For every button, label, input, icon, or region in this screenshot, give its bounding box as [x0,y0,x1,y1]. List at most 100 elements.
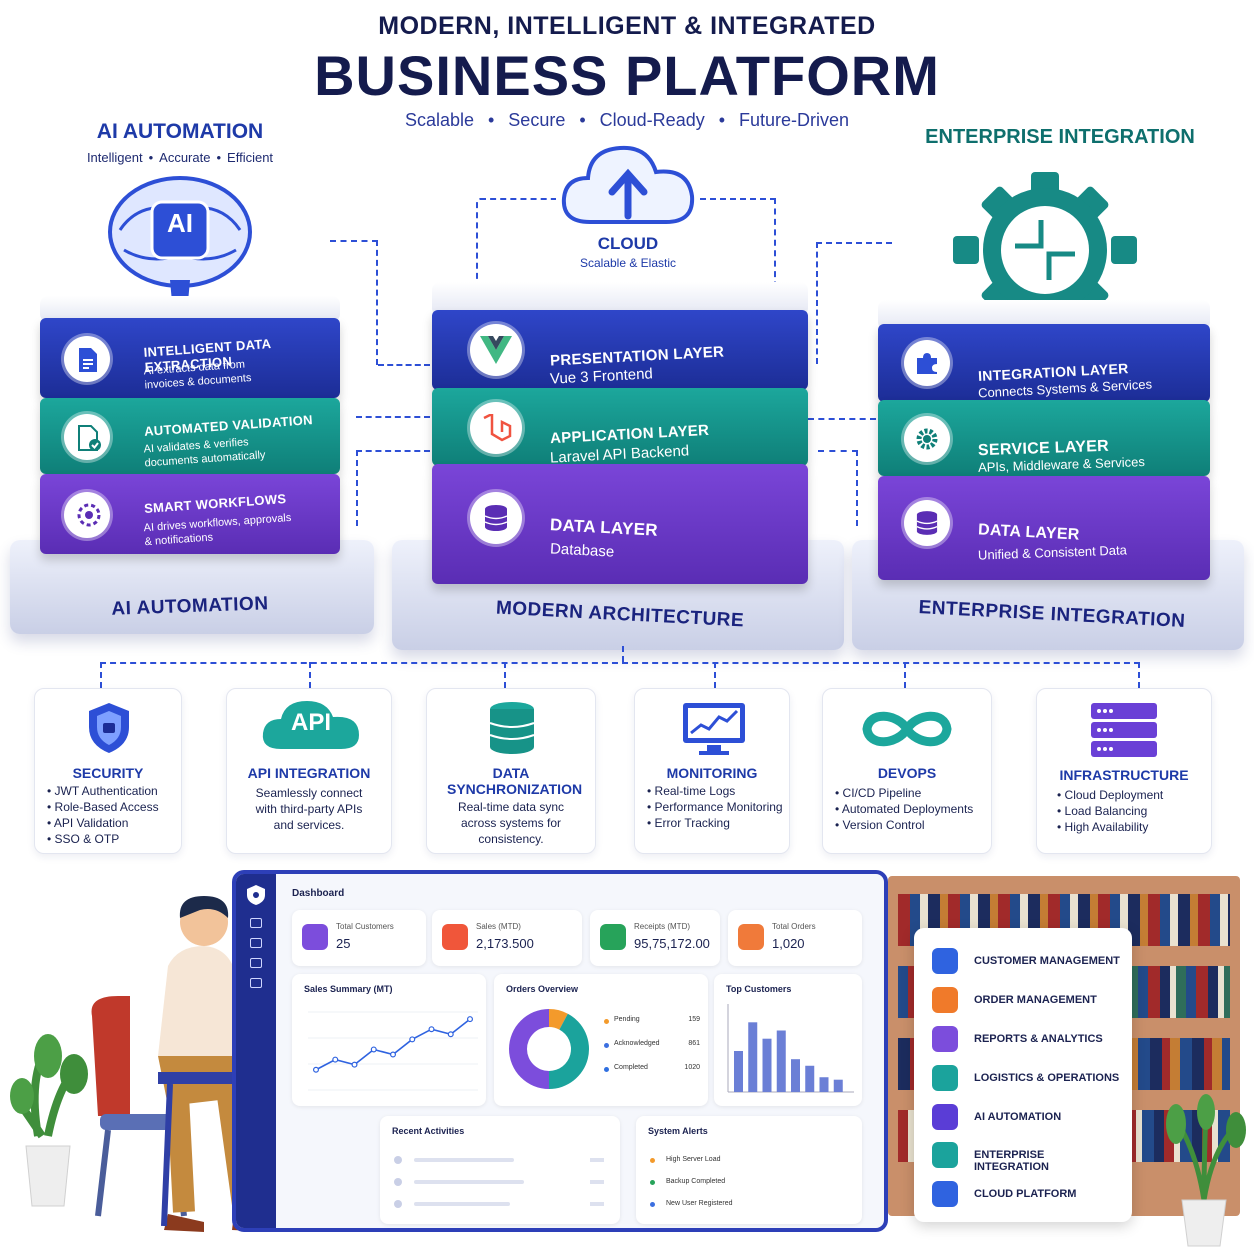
sales-point [467,1016,474,1023]
cloud-sub: Scalable & Elastic [579,256,677,270]
nav-icon-3[interactable] [250,958,262,968]
api-cloud-icon [262,701,359,749]
database-icon [916,511,938,535]
customer-bar [734,1051,743,1092]
ai-block-extraction[interactable]: INTELLIGENT DATA EXTRACTION AI extracts … [40,318,340,398]
kpi-sales[interactable]: Sales (MTD) 2,173.500 [432,910,582,966]
ent-block-service[interactable]: SERVICE LAYER APIs, Middleware & Service… [878,400,1210,476]
ai-block-validation[interactable]: AUTOMATED VALIDATION AI validates & veri… [40,398,340,474]
ai-block-workflows[interactable]: SMART WORKFLOWS AI drives workflows, app… [40,474,340,554]
header-tags: Scalable•Secure•Cloud-Ready•Future-Drive… [404,110,850,130]
document-icon [79,348,97,372]
page-title: BUSINESS PLATFORM [314,44,940,107]
nav-icon-4[interactable] [250,978,262,988]
shield-logo-icon[interactable] [246,884,266,906]
laravel-logo-icon [483,414,512,442]
sales-line-chart [308,1011,478,1091]
cloud-title: CLOUD [597,234,659,253]
tag-1: Scalable [404,110,474,130]
database-icon [484,505,508,531]
recent-activities-panel: Recent Activities [380,1116,620,1224]
checklist-icon [78,425,101,451]
menu-item-ai-automation[interactable]: AI AUTOMATION [932,1104,1122,1130]
cart-icon [932,987,958,1013]
customer-bar [748,1022,758,1092]
customer-bar [791,1059,800,1092]
alert-row[interactable]: High Server Load [650,1156,850,1166]
puzzle-gear-icon [953,172,1137,328]
ai-chip-icon [932,1104,958,1130]
sales-point [447,1031,454,1038]
cloud-icon [932,1181,958,1207]
vue-logo-icon [480,336,512,364]
header: MODERN, INTELLIGENT & INTEGRATED BUSINES… [0,12,1254,108]
dashboard-title: Dashboard [292,888,345,899]
module-menu: CUSTOMER MANAGEMENT ORDER MANAGEMENT REP… [914,928,1132,1222]
monitor-chart-icon [683,703,745,755]
alert-row[interactable]: New User Registered [650,1200,850,1210]
orders-donut-chart [509,1009,589,1089]
menu-item-reports-analytics[interactable]: REPORTS & ANALYTICS [932,1026,1122,1052]
feature-card-security[interactable]: SECURITY JWT Authentication Role-Based A… [34,688,182,854]
kpi-total-orders[interactable]: Total Orders 1,020 [728,910,862,966]
orders-icon [738,924,764,950]
ent-heading: ENTERPRISE INTEGRATION [925,126,1195,148]
tag-2: Secure [508,110,566,130]
menu-item-customer-management[interactable]: CUSTOMER MANAGEMENT [932,948,1122,974]
activity-row[interactable] [394,1200,604,1208]
donut-slice-pending [549,1009,568,1030]
arch-block-application[interactable]: APPLICATION LAYER Laravel API Backend [432,388,808,467]
puzzle-icon [917,353,937,374]
feature-card-api[interactable]: API API INTEGRATION Seamlessly connect w… [226,688,392,854]
tag-3: Cloud-Ready [599,110,705,130]
customer-bar [762,1038,772,1092]
menu-item-order-management[interactable]: ORDER MANAGEMENT [932,987,1122,1013]
sales-point [389,1051,396,1058]
receipt-icon [600,924,626,950]
plant-illustration [1166,1094,1246,1247]
alert-row[interactable]: Backup Completed [650,1178,850,1188]
menu-item-enterprise-integration[interactable]: ENTERPRISE INTEGRATION [932,1142,1122,1173]
activity-row[interactable] [394,1156,604,1164]
tag-4: Future-Driven [739,110,850,130]
sales-series-line [315,1018,471,1071]
sales-point [370,1046,377,1053]
shield-icon [89,703,129,753]
sales-point [312,1066,320,1073]
workflow-gear-icon [77,503,101,527]
ai-base [10,540,374,634]
customer-bar [805,1065,815,1092]
sales-summary-panel: Sales Summary (MT) [292,974,486,1106]
bag-icon [442,924,468,950]
arch-block-presentation[interactable]: PRESENTATION LAYER Vue 3 Frontend [432,310,808,390]
activity-row[interactable] [394,1178,604,1186]
system-alerts-panel: System Alerts High Server Load Backup Co… [636,1116,862,1224]
user-icon [302,924,328,950]
ai-tags: Intelligent•Accurate•Efficient [86,150,274,165]
menu-item-logistics-operations[interactable]: LOGISTICS & OPERATIONS [932,1065,1122,1091]
feature-card-devops[interactable]: DEVOPS CI/CD Pipeline Automated Deployme… [822,688,992,854]
users-icon [932,948,958,974]
ai-heading: AI AUTOMATION [96,120,264,143]
menu-item-cloud-platform[interactable]: CLOUD PLATFORM [932,1181,1122,1207]
feature-card-monitoring[interactable]: MONITORING Real-time Logs Performance Mo… [634,688,790,854]
donut-slice-completed [509,1009,549,1089]
sales-point [351,1061,358,1068]
donut-slice-acknowledged [549,1013,589,1089]
kpi-total-customers[interactable]: Total Customers 25 [292,910,426,966]
feature-card-sync[interactable]: DATA SYNCHRONIZATION Real-time data sync… [426,688,596,854]
gear-icon [932,1142,958,1168]
arch-block-data[interactable]: DATA LAYER Database [432,464,808,584]
customer-bar [819,1077,829,1092]
kpi-receipts[interactable]: Receipts (MTD) 95,75,172.00 [590,910,720,966]
dashboard-window: Dashboard Total Customers 25 Sales (MTD)… [232,870,888,1232]
feature-card-infrastructure[interactable]: INFRASTRUCTURE Cloud Deployment Load Bal… [1036,688,1212,854]
ai-brain-icon [108,176,252,302]
nav-icon-1[interactable] [250,918,262,928]
ent-block-data[interactable]: DATA LAYER Unified & Consistent Data [878,476,1210,580]
gear-icon [916,428,938,450]
nav-icon-2[interactable] [250,938,262,948]
ent-block-integration[interactable]: INTEGRATION LAYER Connects Systems & Ser… [878,324,1210,402]
